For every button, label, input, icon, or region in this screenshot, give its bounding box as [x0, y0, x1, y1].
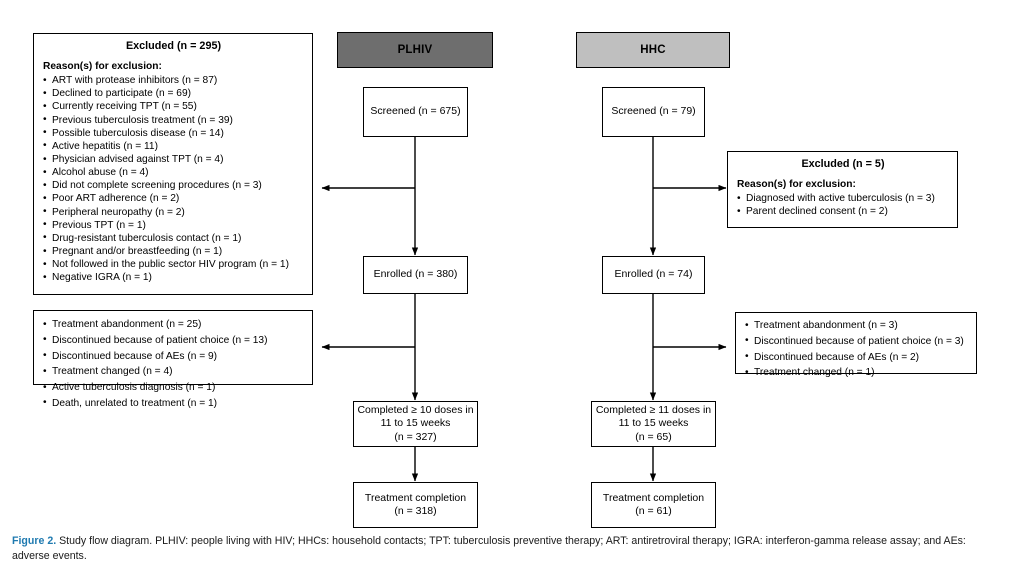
node-hhc-completed-line1: Completed ≥ 11 doses in [595, 404, 712, 417]
list-item: Treatment abandonment (n = 3) [745, 318, 968, 332]
excluded-plhiv-title: Excluded (n = 295) [125, 40, 222, 52]
list-item: Discontinued because of AEs (n = 2) [745, 350, 968, 364]
node-plhiv-screened-label: Screened (n = 675) [370, 105, 461, 118]
column-header-plhiv: PLHIV [337, 32, 493, 68]
node-plhiv-completed: Completed ≥ 10 doses in 11 to 15 weeks (… [353, 401, 478, 447]
excluded-hhc-subtitle: Reason(s) for exclusion: [737, 178, 856, 190]
list-item: Discontinued because of patient choice (… [745, 334, 968, 348]
column-header-hhc: HHC [576, 32, 730, 68]
excluded-hhc-reason-list: Diagnosed with active tuberculosis (n = … [737, 192, 949, 218]
node-hhc-completed: Completed ≥ 11 doses in 11 to 15 weeks (… [591, 401, 716, 447]
list-item: Treatment changed (n = 4) [43, 365, 304, 378]
node-plhiv-completed-line2: 11 to 15 weeks [380, 417, 451, 430]
list-item: Poor ART adherence (n = 2) [43, 192, 304, 205]
node-plhiv-treatment-completion-line2: (n = 318) [394, 505, 437, 517]
excluded-plhiv-subtitle: Reason(s) for exclusion: [43, 60, 162, 72]
excluded-plhiv-box: Excluded (n = 295) Reason(s) for exclusi… [33, 33, 313, 295]
excluded-hhc-title: Excluded (n = 5) [801, 158, 885, 170]
figure-caption: Figure 2. Study flow diagram. PLHIV: peo… [12, 534, 1002, 564]
figure-caption-text: Study flow diagram. PLHIV: people living… [12, 535, 966, 563]
list-item: Discontinued because of patient choice (… [43, 333, 304, 347]
column-header-hhc-label: HHC [640, 43, 666, 56]
discontinued-plhiv-box: Treatment abandonment (n = 25) Discontin… [33, 310, 313, 410]
list-item: Pregnant and/or breastfeeding (n = 1) [43, 245, 304, 258]
column-header-plhiv-label: PLHIV [397, 43, 433, 56]
excluded-plhiv-reason-list: ART with protease inhibitors (n = 87) De… [43, 74, 304, 285]
list-item: Discontinued because of AEs (n = 9) [43, 349, 304, 363]
study-flow-diagram: PLHIV Screened (n = 675) Enrolled (n = 3… [0, 0, 1010, 530]
list-item: Diagnosed with active tuberculosis (n = … [737, 192, 949, 205]
node-hhc-completed-line2: 11 to 15 weeks [618, 417, 689, 430]
discontinued-plhiv-reason-list: Treatment abandonment (n = 25) Discontin… [43, 317, 304, 410]
list-item: Parent declined consent (n = 2) [737, 205, 949, 218]
list-item: ART with protease inhibitors (n = 87) [43, 74, 304, 87]
list-item: Previous TPT (n = 1) [43, 218, 304, 232]
figure-caption-label: Figure 2. [12, 535, 57, 547]
discontinued-hhc-reason-list: Treatment abandonment (n = 3) Discontinu… [745, 318, 968, 379]
list-item: Physician advised against TPT (n = 4) [43, 153, 304, 166]
node-hhc-treatment-completion: Treatment completion (n = 61) [591, 482, 716, 528]
node-plhiv-treatment-completion-line1: Treatment completion [364, 491, 467, 504]
node-plhiv-treatment-completion: Treatment completion (n = 318) [353, 482, 478, 528]
node-plhiv-screened: Screened (n = 675) [363, 87, 468, 137]
list-item: Treatment changed (n = 1) [745, 366, 968, 379]
node-hhc-enrolled: Enrolled (n = 74) [602, 256, 705, 294]
list-item: Alcohol abuse (n = 4) [43, 166, 304, 179]
node-hhc-screened: Screened (n = 79) [602, 87, 705, 137]
node-hhc-treatment-completion-line1: Treatment completion [602, 491, 705, 504]
list-item: Previous tuberculosis treatment (n = 39) [43, 113, 304, 127]
node-hhc-treatment-completion-line2: (n = 61) [635, 505, 672, 517]
list-item: Currently receiving TPT (n = 55) [43, 100, 304, 113]
list-item: Did not complete screening procedures (n… [43, 179, 304, 192]
list-item: Not followed in the public sector HIV pr… [43, 258, 304, 271]
node-plhiv-enrolled: Enrolled (n = 380) [363, 256, 468, 294]
list-item: Peripheral neuropathy (n = 2) [43, 205, 304, 219]
excluded-hhc-box: Excluded (n = 5) Reason(s) for exclusion… [727, 151, 958, 228]
node-plhiv-completed-line1: Completed ≥ 10 doses in [357, 404, 474, 417]
node-hhc-completed-line3: (n = 65) [635, 430, 672, 443]
list-item: Active tuberculosis diagnosis (n = 1) [43, 380, 304, 394]
node-hhc-screened-label: Screened (n = 79) [611, 105, 696, 118]
list-item: Drug-resistant tuberculosis contact (n =… [43, 231, 304, 245]
node-plhiv-completed-line3: (n = 327) [394, 430, 437, 443]
list-item: Active hepatitis (n = 11) [43, 139, 304, 153]
list-item: Death, unrelated to treatment (n = 1) [43, 396, 304, 410]
list-item: Declined to participate (n = 69) [43, 87, 304, 100]
list-item: Treatment abandonment (n = 25) [43, 317, 304, 331]
node-hhc-enrolled-label: Enrolled (n = 74) [614, 268, 693, 281]
list-item: Possible tuberculosis disease (n = 14) [43, 126, 304, 140]
discontinued-hhc-box: Treatment abandonment (n = 3) Discontinu… [735, 312, 977, 379]
node-plhiv-enrolled-label: Enrolled (n = 380) [373, 268, 458, 281]
list-item: Negative IGRA (n = 1) [43, 271, 304, 284]
